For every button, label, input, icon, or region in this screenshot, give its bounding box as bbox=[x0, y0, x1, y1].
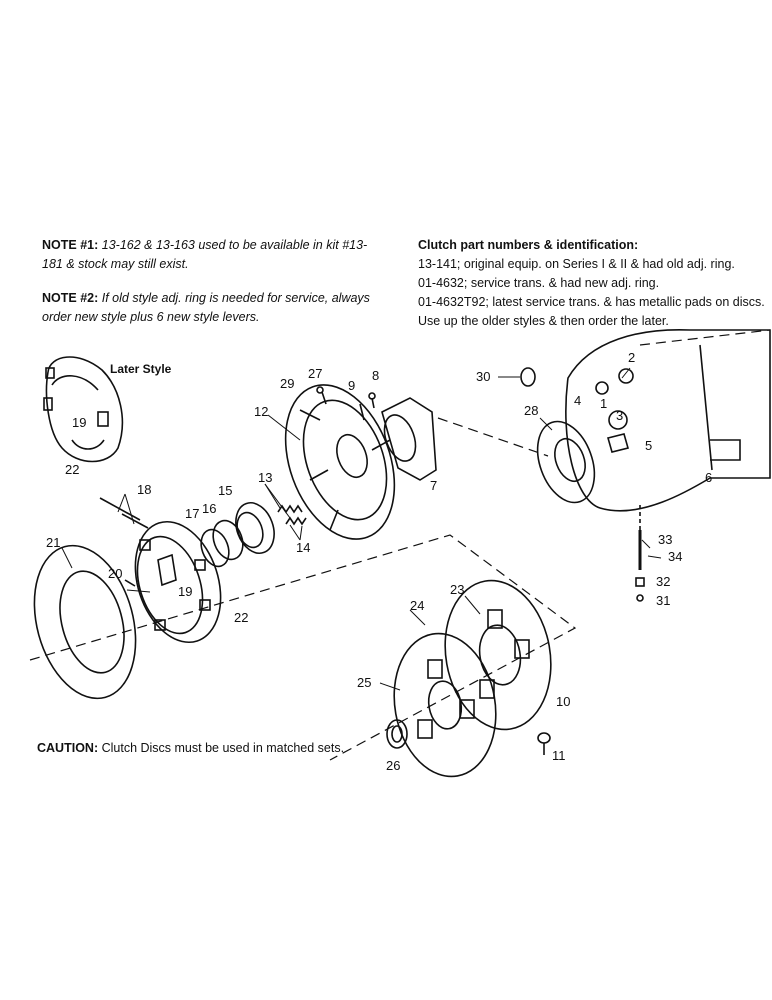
callout-27: 27 bbox=[308, 366, 322, 381]
callout-17: 17 bbox=[185, 506, 199, 521]
note-2-label: NOTE #2: bbox=[42, 291, 99, 305]
callout-7: 7 bbox=[430, 478, 437, 493]
callout-4: 4 bbox=[574, 393, 581, 408]
note-1: NOTE #1: 13-162 & 13-163 used to be avai… bbox=[42, 236, 382, 274]
callout-29: 29 bbox=[280, 376, 294, 391]
callout-18: 18 bbox=[137, 482, 151, 497]
later-style-label: Later Style bbox=[110, 362, 172, 376]
callouts: 1 2 3 4 5 6 7 8 9 10 11 12 13 14 15 16 1… bbox=[46, 350, 712, 773]
callout-5: 5 bbox=[645, 438, 652, 453]
clutch-disc-front bbox=[393, 632, 497, 778]
callout-9: 9 bbox=[348, 378, 355, 393]
callout-10: 10 bbox=[556, 694, 570, 709]
release-collar bbox=[381, 397, 437, 481]
leader-lines bbox=[61, 367, 662, 691]
pilot-bushing bbox=[386, 719, 408, 749]
assembly-dashed-lines bbox=[29, 329, 771, 761]
callout-20: 20 bbox=[108, 566, 122, 581]
identification-line: 13-141; original equip. on Series I & II… bbox=[418, 257, 735, 271]
linkage-rod bbox=[635, 505, 645, 602]
callout-34: 34 bbox=[668, 549, 682, 564]
release-rings bbox=[200, 502, 275, 568]
callout-6: 6 bbox=[705, 470, 712, 485]
callout-21: 21 bbox=[46, 535, 60, 550]
springs bbox=[277, 504, 307, 526]
callout-1: 1 bbox=[600, 396, 607, 411]
callout-30: 30 bbox=[476, 369, 490, 384]
disc-bolt bbox=[537, 732, 551, 755]
caution-label: CAUTION: bbox=[37, 741, 99, 755]
callout-19: 19 bbox=[72, 415, 86, 430]
adjusting-ring bbox=[536, 420, 596, 504]
callout-11: 11 bbox=[552, 748, 566, 763]
identification-line: 01-4632T92; latest service trans. & has … bbox=[418, 295, 765, 328]
callout-33: 33 bbox=[658, 532, 672, 547]
flywheel-ring bbox=[33, 544, 137, 700]
callout-14: 14 bbox=[296, 540, 310, 555]
later-style-pressure-plate bbox=[43, 356, 124, 463]
callout-24: 24 bbox=[410, 598, 424, 613]
part-identification: Clutch part numbers & identification: 13… bbox=[418, 236, 768, 331]
callout-22: 22 bbox=[65, 462, 79, 477]
small-screws bbox=[316, 386, 376, 421]
callout-12: 12 bbox=[254, 404, 268, 419]
washer bbox=[520, 367, 536, 387]
callout-13: 13 bbox=[258, 470, 272, 485]
transmission-housing bbox=[565, 328, 771, 512]
callout-3: 3 bbox=[616, 408, 623, 423]
callout-22-b: 22 bbox=[234, 610, 248, 625]
pins bbox=[99, 497, 149, 529]
note-2-text: If old style adj. ring is needed for ser… bbox=[42, 291, 370, 324]
callout-8: 8 bbox=[372, 368, 379, 383]
clutch-disc-rear bbox=[444, 579, 552, 731]
callout-25: 25 bbox=[357, 675, 371, 690]
callout-2: 2 bbox=[628, 350, 635, 365]
callout-19-b: 19 bbox=[178, 584, 192, 599]
callout-16: 16 bbox=[202, 501, 216, 516]
note-2: NOTE #2: If old style adj. ring is neede… bbox=[42, 289, 387, 327]
caution-note: CAUTION: Clutch Discs must be used in ma… bbox=[37, 739, 377, 758]
callout-26: 26 bbox=[386, 758, 400, 773]
callout-23: 23 bbox=[450, 582, 464, 597]
caution-text: Clutch Discs must be used in matched set… bbox=[101, 741, 345, 755]
clutch-cover bbox=[284, 384, 396, 540]
callout-32: 32 bbox=[656, 574, 670, 589]
note-1-label: NOTE #1: bbox=[42, 238, 99, 252]
pressure-plate-assembly bbox=[134, 520, 222, 644]
callout-31: 31 bbox=[656, 593, 670, 608]
identification-heading: Clutch part numbers & identification: bbox=[418, 238, 639, 252]
note-1-text: 13-162 & 13-163 used to be available in … bbox=[42, 238, 368, 271]
callout-28: 28 bbox=[524, 403, 538, 418]
callout-15: 15 bbox=[218, 483, 232, 498]
identification-line: 01-4632; service trans. & had new adj. r… bbox=[418, 276, 660, 290]
